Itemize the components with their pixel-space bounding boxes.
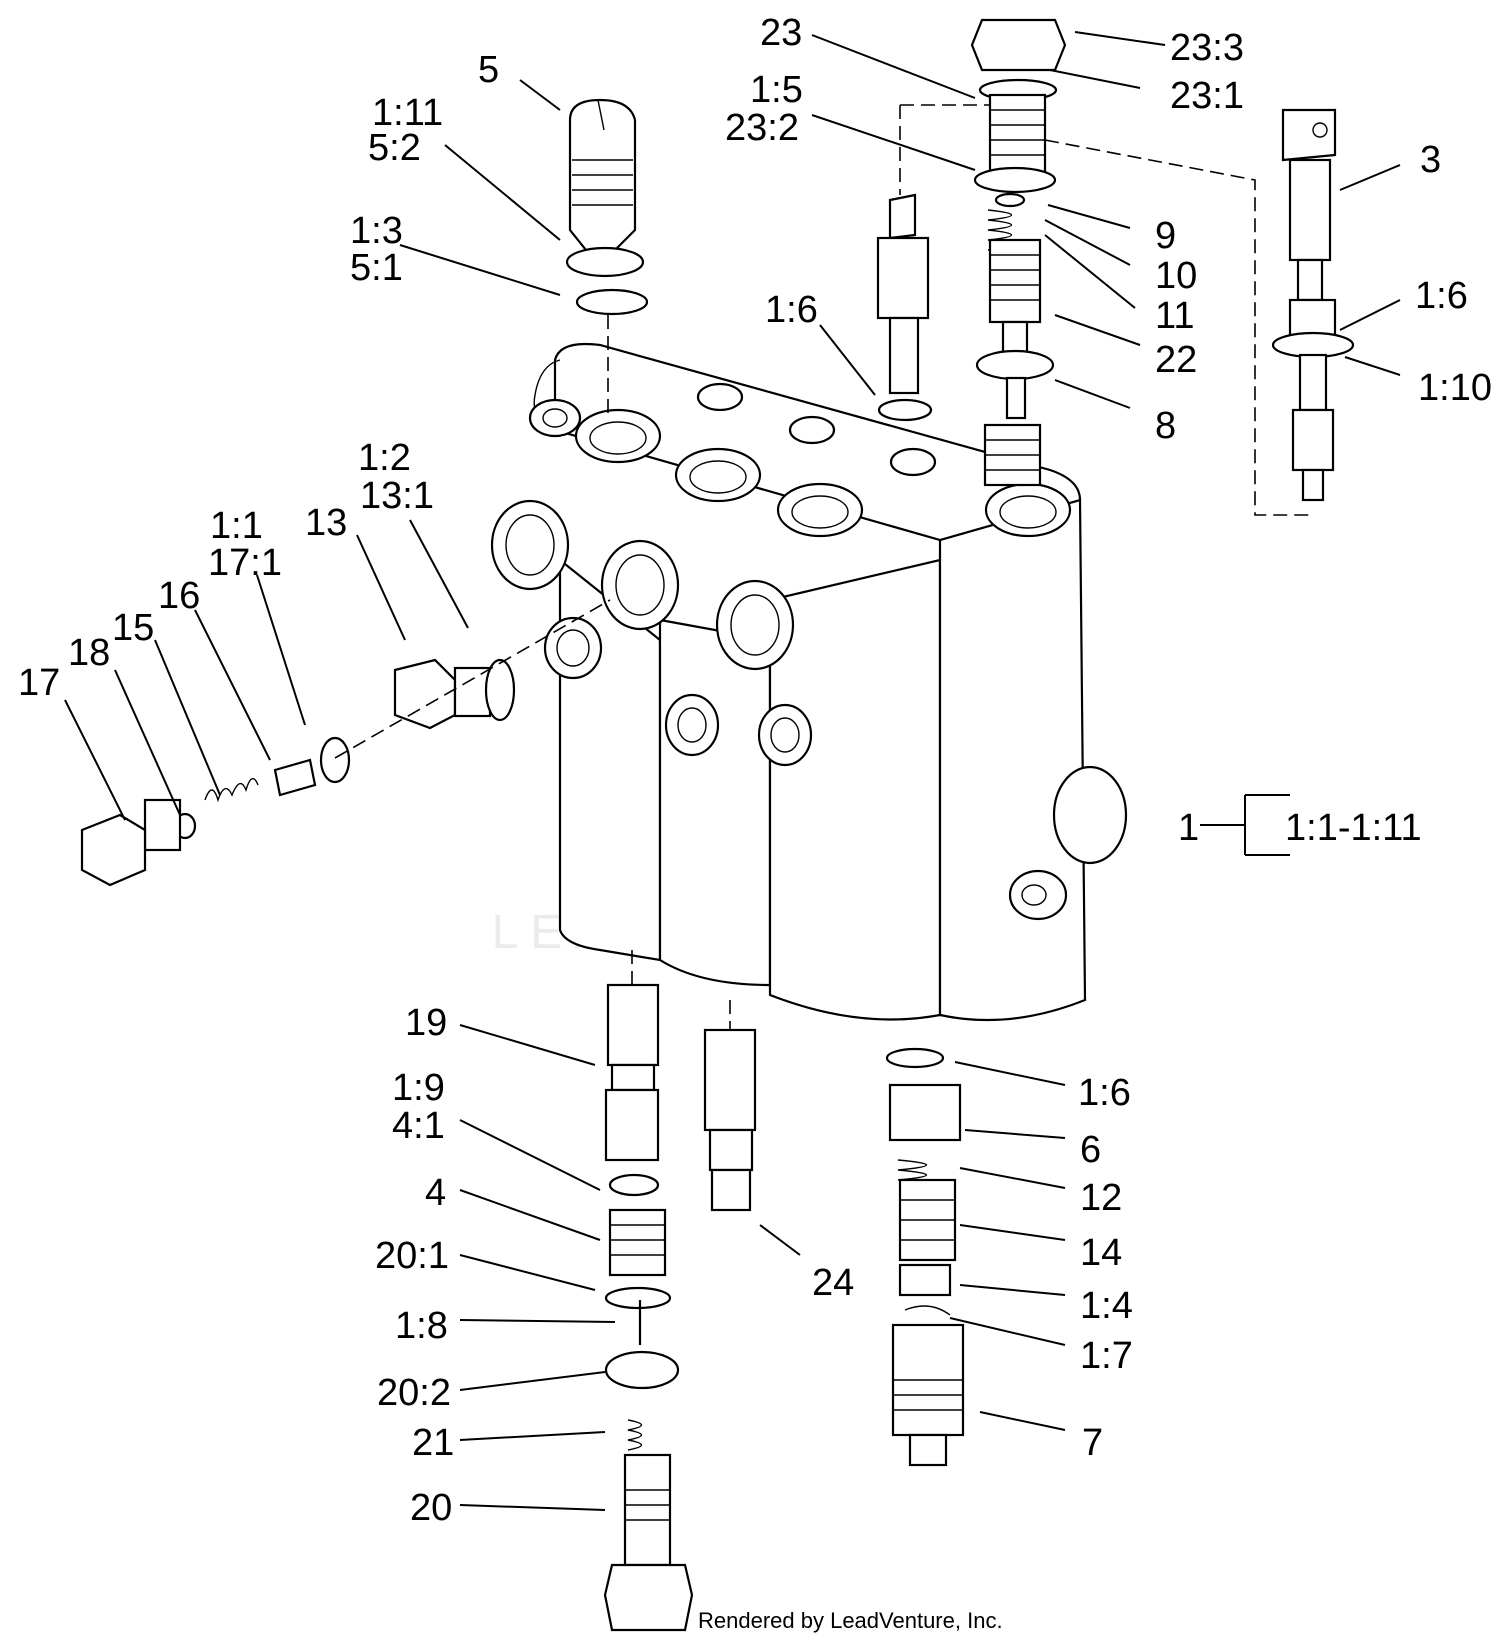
part-24-spool — [703, 1028, 757, 1212]
callout-11: 11 — [1155, 295, 1194, 337]
callout-13: 13 — [305, 502, 347, 544]
callout-23-2: 23:2 — [725, 107, 799, 149]
callout-13-1: 13:1 — [360, 475, 434, 517]
callout-15: 15 — [112, 607, 154, 649]
callout-5-1: 5:1 — [350, 247, 403, 289]
callout-23-1: 23:1 — [1170, 75, 1244, 117]
part-3-spool — [1271, 108, 1355, 502]
callout-21: 21 — [412, 1422, 454, 1464]
callout-1-11: 1:11 — [372, 92, 443, 134]
callout-9: 9 — [1155, 215, 1176, 257]
callout-5-2: 5:2 — [368, 127, 421, 169]
callout-17-1: 17:1 — [208, 542, 282, 584]
callout-10: 10 — [1155, 255, 1197, 297]
callout-1-10: 1:10 — [1418, 367, 1492, 409]
callout-4: 4 — [425, 1172, 446, 1214]
footer-credit: Rendered by LeadVenture, Inc. — [698, 1608, 1003, 1633]
callout-24: 24 — [812, 1262, 854, 1304]
part-5-plug — [565, 98, 649, 316]
callout-1-2: 1:2 — [358, 437, 411, 479]
callout-23: 23 — [760, 12, 802, 54]
part-23-stack — [970, 18, 1067, 487]
footer-background — [695, 1600, 1005, 1638]
callout-1-7: 1:7 — [1080, 1335, 1133, 1377]
callout-20-2: 20:2 — [377, 1372, 451, 1414]
callout-7: 7 — [1082, 1422, 1103, 1464]
callout-22: 22 — [1155, 339, 1197, 381]
callout-1-9: 1:9 — [392, 1067, 445, 1109]
callout-1-1: 1:1 — [210, 505, 263, 547]
callout-19: 19 — [405, 1002, 447, 1044]
part-19-spool — [604, 983, 660, 1197]
callout-1: 1 — [1178, 807, 1199, 849]
callout-5: 5 — [478, 49, 499, 91]
callout-12: 12 — [1080, 1177, 1122, 1219]
callout-labels: 23 23:3 23:1 1:5 23:2 5 1:11 5:2 1:3 5:1… — [18, 12, 1492, 1529]
callout-1-3: 1:3 — [350, 210, 403, 252]
callout-1-8: 1:8 — [395, 1305, 448, 1347]
callout-1-range: 1:1-1:11 — [1285, 807, 1422, 849]
callout-14: 14 — [1080, 1232, 1122, 1274]
callout-20-1: 20:1 — [375, 1235, 449, 1277]
callout-18: 18 — [68, 632, 110, 674]
callout-23-3: 23:3 — [1170, 27, 1244, 69]
callout-17: 17 — [18, 662, 60, 704]
callout-1-6-bottom: 1:6 — [1078, 1072, 1131, 1114]
part-4 — [604, 1208, 672, 1310]
callout-1-4: 1:4 — [1080, 1285, 1133, 1327]
leader-lines — [64, 31, 1401, 1511]
callout-3: 3 — [1420, 139, 1441, 181]
valve-body — [490, 342, 1128, 1022]
spool-top — [876, 193, 933, 422]
centerlines — [334, 104, 1310, 1030]
callout-1-6-top: 1:6 — [765, 289, 818, 331]
callout-1-6-right: 1:6 — [1415, 275, 1468, 317]
callout-20: 20 — [410, 1487, 452, 1529]
callout-4-1: 4:1 — [392, 1105, 445, 1147]
callout-8: 8 — [1155, 405, 1176, 447]
part-13-plug — [393, 658, 516, 730]
callout-1-5: 1:5 — [750, 69, 803, 111]
callout-16: 16 — [158, 575, 200, 617]
part-7-assembly — [885, 1047, 965, 1467]
part-17-assembly — [80, 736, 351, 887]
part-20-assembly — [603, 1300, 694, 1632]
callout-6: 6 — [1080, 1129, 1101, 1171]
